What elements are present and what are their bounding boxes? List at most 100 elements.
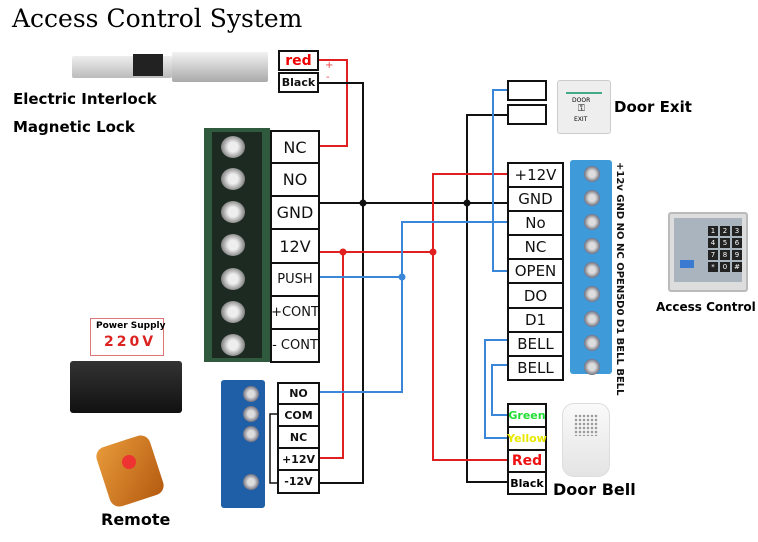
power-supply-voltage: 220V	[104, 334, 157, 350]
controller-side-label: +12v GND NO NC OPEN5D0 D1 BELL BELL	[614, 162, 625, 396]
junction-dot	[339, 248, 347, 256]
relay-board	[221, 380, 265, 508]
main-terminal-0: NC	[270, 130, 320, 164]
controller-terminal-2: No	[507, 210, 564, 236]
remote-button-icon	[122, 455, 136, 469]
minus-sign: -	[326, 72, 330, 83]
screw-icon	[221, 136, 245, 158]
remote-label: Remote	[101, 510, 171, 529]
screw-icon	[221, 334, 245, 356]
power-supply-label-box	[90, 318, 164, 356]
door-exit-button-text2: EXIT	[574, 116, 588, 123]
keypad-key: 3	[732, 226, 742, 236]
junction-dot	[429, 248, 437, 256]
bell-wire-green: Green	[507, 403, 547, 428]
keypad-key: 7	[708, 250, 718, 260]
relay-screw	[243, 474, 259, 490]
main-terminal-3: 12V	[270, 228, 320, 264]
controller-terminal-8: BELL	[507, 355, 564, 381]
access-control-label: Access Control	[656, 300, 756, 314]
door-exit-terminal-1	[507, 80, 547, 101]
door-bell-image	[562, 403, 610, 477]
controller-terminal-1: GND	[507, 186, 564, 212]
keypad-key: 0	[720, 262, 730, 272]
main-terminal-4: PUSH	[270, 262, 320, 297]
screw-icon	[221, 201, 245, 223]
door-exit-terminal-2	[507, 104, 547, 125]
black-wire-com-bracket	[269, 413, 277, 484]
screw-icon	[584, 238, 600, 254]
main-terminal-2: GND	[270, 195, 320, 230]
controller-terminal-0: +12V	[507, 162, 564, 188]
keypad-key: 1	[708, 226, 718, 236]
relay-terminal-0: NO	[277, 382, 320, 405]
black-wire-lock	[319, 82, 364, 484]
main-terminal-1: NO	[270, 162, 320, 197]
controller-terminal-5: DO	[507, 282, 564, 309]
keypad-key: 6	[732, 238, 742, 248]
relay-screw	[243, 386, 259, 402]
plus-sign: +	[325, 60, 334, 71]
red-wire-lock	[319, 59, 348, 147]
junction-dot	[359, 199, 367, 207]
keypad-key: 4	[708, 238, 718, 248]
controller-terminal-3: NC	[507, 234, 564, 260]
main-terminal-6: - CONT	[270, 328, 320, 363]
black-wire-common	[466, 114, 507, 483]
blue-wire-no	[319, 221, 507, 393]
screw-icon	[221, 234, 245, 256]
keypad-key: *	[708, 262, 718, 272]
key-icon: ⚿	[578, 104, 585, 114]
bell-wire-black: Black	[507, 471, 547, 495]
controller-terminal-4: OPEN	[507, 258, 564, 284]
door-bell-label: Door Bell	[553, 480, 636, 499]
door-exit-button-text: DOOR	[572, 97, 591, 104]
relay-terminal-4: -12V	[277, 469, 320, 494]
lock-red-wire-box: red	[278, 50, 319, 71]
blue-wire-open	[492, 89, 507, 272]
bell-wire-yellow: Yellow	[507, 426, 547, 451]
keypad-key: #	[732, 262, 742, 272]
screw-icon	[221, 268, 245, 290]
card-reader-icon	[680, 260, 694, 268]
door-exit-button[interactable]: DOOR ⚿ EXIT	[557, 80, 611, 134]
door-exit-label: Door Exit	[614, 98, 692, 116]
blue-wire-bell1	[484, 339, 507, 439]
keypad-key: 8	[720, 250, 730, 260]
indicator-strip	[566, 92, 602, 94]
junction-dot	[398, 273, 406, 281]
screw-icon	[221, 301, 245, 323]
keypad-key: 9	[732, 250, 742, 260]
keypad-key: 2	[720, 226, 730, 236]
relay-terminal-3: +12V	[277, 447, 320, 471]
diagram-title: Access Control System	[12, 4, 303, 33]
screw-icon	[584, 190, 600, 206]
screw-icon	[584, 311, 600, 327]
power-supply-image	[70, 361, 182, 413]
red-wire-controller	[432, 173, 507, 461]
screw-icon	[584, 359, 600, 375]
relay-screw	[243, 406, 259, 422]
relay-terminal-1: COM	[277, 403, 320, 427]
lock-black-wire-box: Black	[278, 72, 319, 93]
screw-icon	[584, 214, 600, 230]
main-terminal-5: +CONT	[270, 295, 320, 330]
magnetic-lock-image	[172, 52, 268, 82]
screw-icon	[584, 262, 600, 278]
magnetic-lock-label: Magnetic Lock	[13, 118, 135, 136]
controller-terminal-7: BELL	[507, 331, 564, 357]
electric-interlock-label: Electric Interlock	[13, 90, 157, 108]
electric-interlock-label-plate	[133, 54, 163, 76]
screw-icon	[584, 335, 600, 351]
power-supply-label: Power Supply	[96, 321, 166, 331]
relay-terminal-2: NC	[277, 425, 320, 449]
bell-wire-red: Red	[507, 449, 547, 473]
speaker-grille-icon	[574, 414, 598, 436]
blue-wire-bell2	[491, 364, 507, 416]
screw-icon	[584, 286, 600, 302]
screw-icon	[221, 168, 245, 190]
controller-terminal-6: D1	[507, 307, 564, 333]
red-wire-relay	[319, 252, 344, 459]
